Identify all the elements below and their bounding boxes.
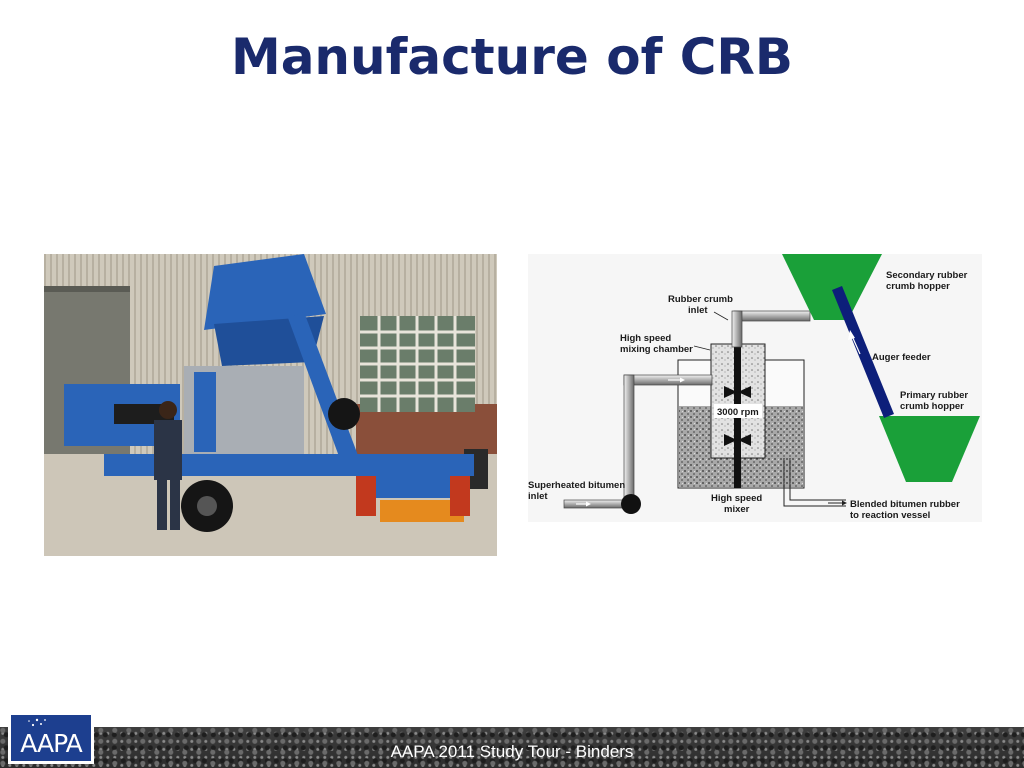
label-bitumen-inlet-1: Superheated bitumen: [528, 480, 625, 491]
label-secondary-hopper-2: crumb hopper: [886, 281, 950, 292]
process-diagram: Rubber crumb inlet High speed mixing cha…: [528, 254, 982, 522]
label-rubber-crumb-inlet-1: Rubber crumb: [668, 294, 733, 305]
footer-bar: [0, 727, 1024, 768]
aapa-logo-text: AAPA: [20, 729, 82, 758]
machine-photo-illustration: [44, 254, 497, 556]
label-rpm: 3000 rpm: [717, 407, 759, 418]
label-mixer-1: High speed: [711, 493, 762, 504]
star-cluster-icon: [28, 718, 46, 727]
label-mixing-chamber-1: High speed: [620, 333, 671, 344]
label-blended-2: to reaction vessel: [850, 510, 930, 521]
label-primary-hopper-1: Primary rubber: [900, 390, 968, 401]
machine-photo: [44, 254, 497, 556]
footer-text: AAPA 2011 Study Tour - Binders: [390, 742, 634, 761]
label-bitumen-inlet-2: inlet: [528, 491, 548, 502]
aapa-logo-background: AAPA: [11, 715, 91, 761]
label-auger: Auger feeder: [872, 352, 931, 363]
slide-title: Manufacture of CRB: [230, 28, 794, 86]
label-blended-1: Blended bitumen rubber: [850, 499, 960, 510]
label-mixer-2: mixer: [724, 504, 750, 515]
process-diagram-svg: Rubber crumb inlet High speed mixing cha…: [528, 254, 982, 522]
label-secondary-hopper-1: Secondary rubber: [886, 270, 968, 281]
aapa-logo: AAPA: [8, 712, 94, 764]
label-rubber-crumb-inlet-2: inlet: [688, 305, 708, 316]
label-primary-hopper-2: crumb hopper: [900, 401, 964, 412]
label-mixing-chamber-2: mixing chamber: [620, 344, 693, 355]
